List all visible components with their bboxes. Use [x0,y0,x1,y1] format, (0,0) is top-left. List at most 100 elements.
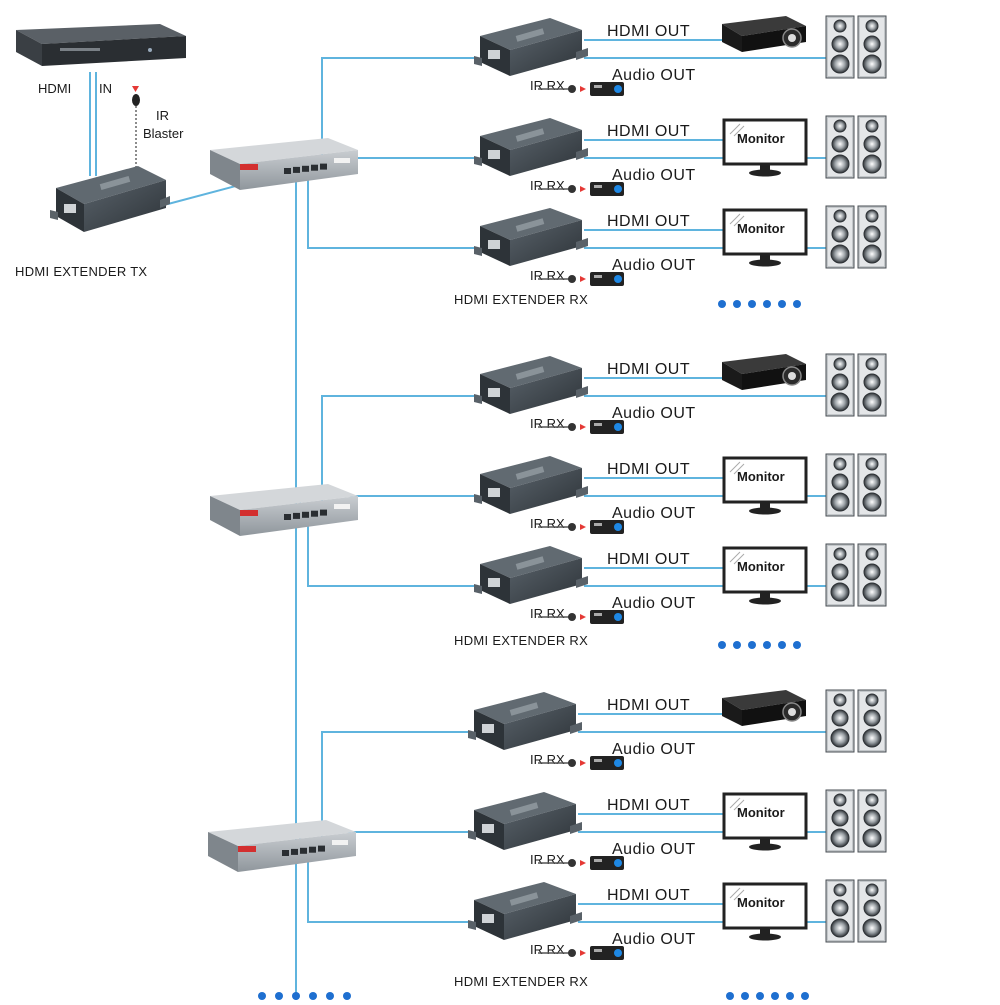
speaker-cone [865,209,879,223]
receiver-row: HDMI OUT Audio OUT IR RX [474,15,887,96]
speaker-cone [833,883,847,897]
ir-sensor [568,613,576,621]
ir-receiver-remote [538,520,624,534]
switch-port [282,850,289,856]
audio-out-label: Audio OUT [612,67,696,84]
speaker-cone [830,392,850,412]
continuation-dot [793,641,801,649]
hdmi-in-label-hdmi: HDMI [38,81,71,96]
speaker-cone [863,899,881,917]
monitor-stand [749,843,781,851]
monitor: Monitor [722,882,808,941]
ir-sensor [568,949,576,957]
hdmi-out-label: HDMI OUT [607,23,690,40]
switch-port [320,163,327,170]
ir-sensor [568,523,576,531]
speaker-left [825,205,855,269]
continuation-dot [778,641,786,649]
continuation-dot [763,641,771,649]
speaker-cone [831,563,849,581]
monitor-stand [749,933,781,941]
speaker-cone [865,457,879,471]
ir-sensor [568,859,576,867]
monitor: Monitor [722,456,808,515]
continuation-dot [786,992,794,1000]
ir-receiver-remote [538,272,624,286]
continuation-dots [258,300,809,1000]
speaker-cone [863,473,881,491]
rj45-port [488,578,500,587]
speaker-left [825,689,855,753]
extender-rx [474,546,588,604]
ir-rx-label: IR RX [530,942,565,957]
speaker-cone [831,225,849,243]
switch-port [293,166,300,173]
speaker-right [857,879,887,943]
speaker-cone [831,473,849,491]
ir-label: IR [156,108,169,123]
switch-port [311,164,318,171]
speaker-cone [833,19,847,33]
continuation-dot [763,300,771,308]
speaker-right [857,789,887,853]
speaker-left [825,879,855,943]
speaker-left [825,453,855,517]
speaker-cone [865,547,879,561]
extender-rx [474,118,588,176]
ethernet-cable [307,167,478,249]
speaker-left [825,353,855,417]
switch-port [300,847,307,854]
speaker-left [825,789,855,853]
extender-rx [468,692,582,750]
extender-rx [474,208,588,266]
speaker-cone [865,883,879,897]
switch-port [284,168,291,174]
rj45-port [488,488,500,497]
speaker-cone [863,709,881,727]
speaker-left [825,115,855,179]
speaker-cone [862,828,882,848]
speaker-left [825,15,855,79]
hdmi-out-label: HDMI OUT [607,551,690,568]
audio-out-label: Audio OUT [612,841,696,858]
continuation-dot [756,992,764,1000]
ir-rx-label: IR RX [530,78,565,93]
speaker-cone [862,392,882,412]
ir-rx-label: IR RX [530,416,565,431]
extender-rx [468,792,582,850]
cable-layer [89,39,836,1000]
switch-layer [208,138,358,872]
speaker-cone [831,135,849,153]
switch-port [302,165,309,172]
monitor-stand [749,507,781,515]
ir-receiver-remote [538,756,624,770]
speaker-cone [833,209,847,223]
audio-out-label: Audio OUT [612,595,696,612]
continuation-dot [748,300,756,308]
speaker-cone [865,793,879,807]
speaker-cone [833,793,847,807]
speaker-cone [831,373,849,391]
ir-rx-label: IR RX [530,178,565,193]
speaker-cone [830,582,850,602]
audio-out-label: Audio OUT [612,931,696,948]
speaker-cone [831,809,849,827]
rj45-port [488,50,500,59]
speaker-cone [831,709,849,727]
continuation-dot [258,992,266,1000]
speaker-cone [831,899,849,917]
rx-caption: HDMI EXTENDER RX [454,292,588,307]
ir-sensor [568,759,576,767]
hdmi-out-label: HDMI OUT [607,697,690,714]
continuation-dot [275,992,283,1000]
extender-rx [474,18,588,76]
rx-caption: HDMI EXTENDER RX [454,633,588,648]
continuation-dot [733,300,741,308]
